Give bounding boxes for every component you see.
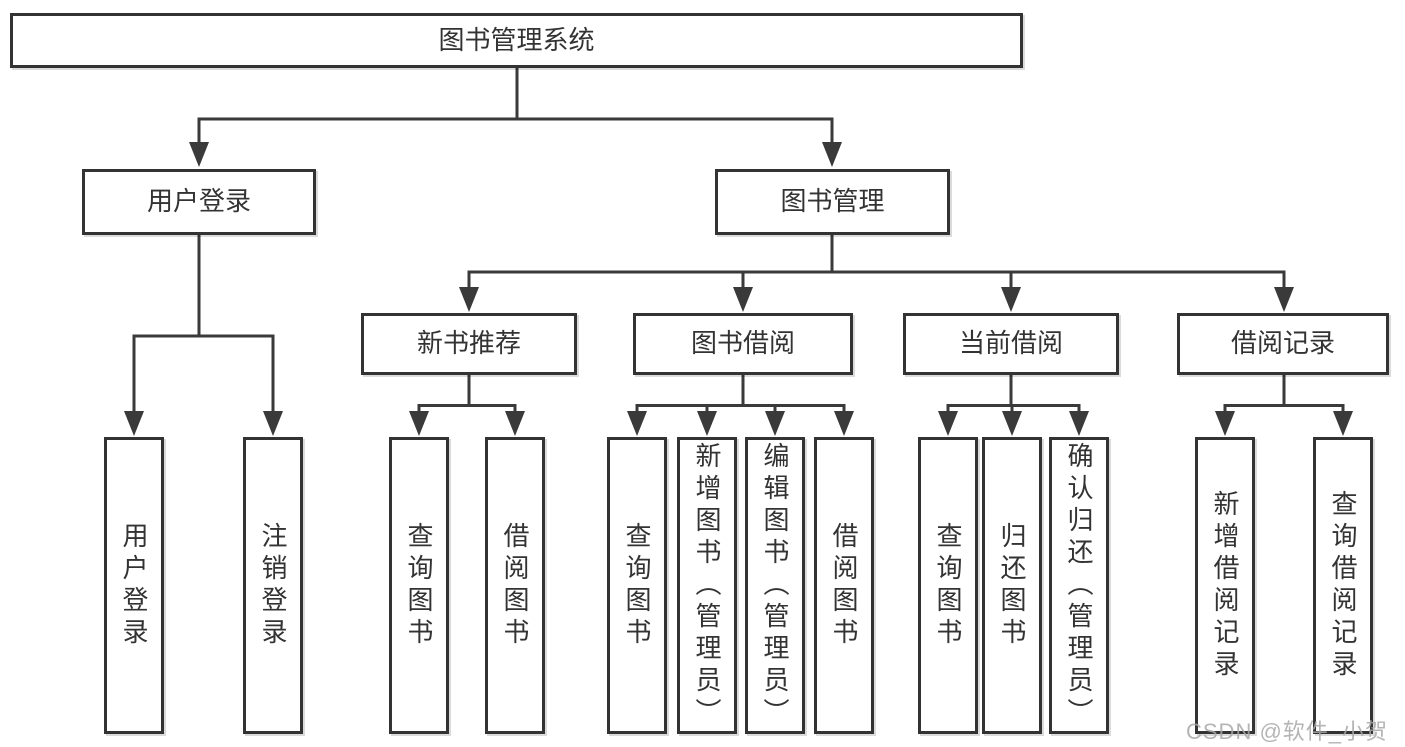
node-library-system: 图书管理系统 <box>10 13 1023 68</box>
node-book-management: 图书管理 <box>715 169 950 235</box>
leaf-records-add-record: 新增借阅记录 <box>1195 437 1255 734</box>
leaf-logout: 注销登录 <box>243 437 303 734</box>
leaf-borrowing-add-book-admin: 新增图书（管理员） <box>677 437 737 734</box>
leaf-current-confirm-return-admin: 确认归还（管理员） <box>1049 437 1109 734</box>
node-current-borrowing: 当前借阅 <box>903 313 1119 375</box>
leaf-borrowing-borrow-books: 借阅图书 <box>814 437 874 734</box>
arrowheads <box>124 142 1353 436</box>
leaf-records-query-record: 查询借阅记录 <box>1313 437 1373 734</box>
leaf-borrowing-query-books: 查询图书 <box>607 437 667 734</box>
leaf-current-query-books: 查询图书 <box>918 437 978 734</box>
leaf-borrowing-edit-book-admin: 编辑图书（管理员） <box>745 437 805 734</box>
node-borrow-records: 借阅记录 <box>1177 313 1389 375</box>
leaf-newbooks-query-books: 查询图书 <box>389 437 449 734</box>
leaf-newbooks-borrow-books: 借阅图书 <box>485 437 545 734</box>
leaf-user-login: 用户登录 <box>104 437 164 734</box>
leaf-current-return-books: 归还图书 <box>982 437 1042 734</box>
node-user-login: 用户登录 <box>82 169 316 235</box>
node-book-borrowing: 图书借阅 <box>633 313 853 375</box>
node-new-book-recommend: 新书推荐 <box>361 313 577 375</box>
